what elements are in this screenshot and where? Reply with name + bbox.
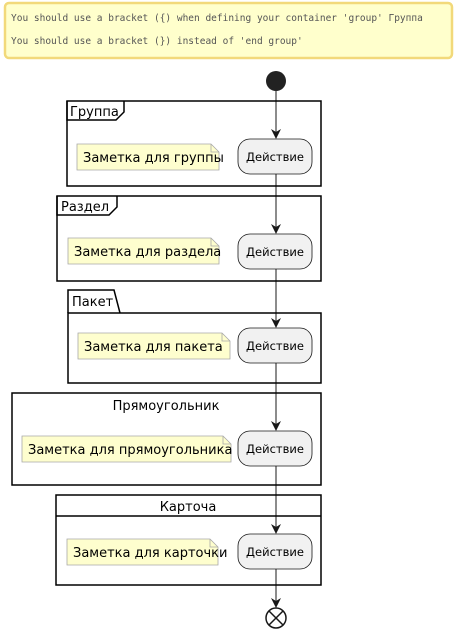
note: Заметка для группы — [76, 143, 224, 171]
warning-box: You should use a bracket ({) when defini… — [3, 1, 454, 60]
container-title: Раздел — [61, 200, 109, 215]
note-text: Заметка для раздела — [74, 245, 221, 260]
note-text: Заметка для карточки — [73, 546, 227, 561]
note-text: Заметка для пакета — [84, 340, 223, 355]
note: Заметка для карточки — [66, 538, 227, 566]
action-node: Действие — [237, 533, 313, 570]
action-label: Действие — [246, 442, 304, 456]
action-label: Действие — [246, 545, 304, 559]
warning-line-2: You should use a bracket (}) instead of … — [11, 36, 303, 47]
action-label: Действие — [246, 339, 304, 353]
note: Заметка для раздела — [67, 237, 221, 265]
action-label: Действие — [246, 150, 304, 164]
container-group: Группа Заметка для группы Действие — [66, 100, 322, 187]
note-text: Заметка для группы — [83, 151, 224, 166]
note-text: Заметка для прямоугольника — [28, 443, 232, 458]
action-node: Действие — [237, 327, 313, 364]
note: Заметка для прямоугольника — [21, 435, 232, 463]
warning-line-1: You should use a bracket ({) when defini… — [11, 13, 423, 24]
container-title: Пакет — [72, 295, 114, 310]
container-title: Группа — [70, 105, 119, 120]
action-node: Действие — [237, 233, 313, 270]
end-node — [265, 607, 287, 629]
container-card: Карточа Заметка для карточки Действие — [55, 494, 322, 586]
start-node — [266, 71, 286, 91]
container-partition: Раздел Заметка для раздела Действие — [56, 195, 322, 282]
action-label: Действие — [246, 245, 304, 259]
container-rectangle: Прямоугольник Заметка для прямоугольника… — [11, 392, 322, 486]
action-node: Действие — [237, 138, 313, 175]
container-title: Карточа — [160, 500, 217, 515]
container-title: Прямоугольник — [113, 399, 220, 414]
note: Заметка для пакета — [77, 332, 231, 360]
action-node: Действие — [237, 430, 313, 467]
container-package: Пакет Заметка для пакета Действие — [67, 289, 322, 384]
